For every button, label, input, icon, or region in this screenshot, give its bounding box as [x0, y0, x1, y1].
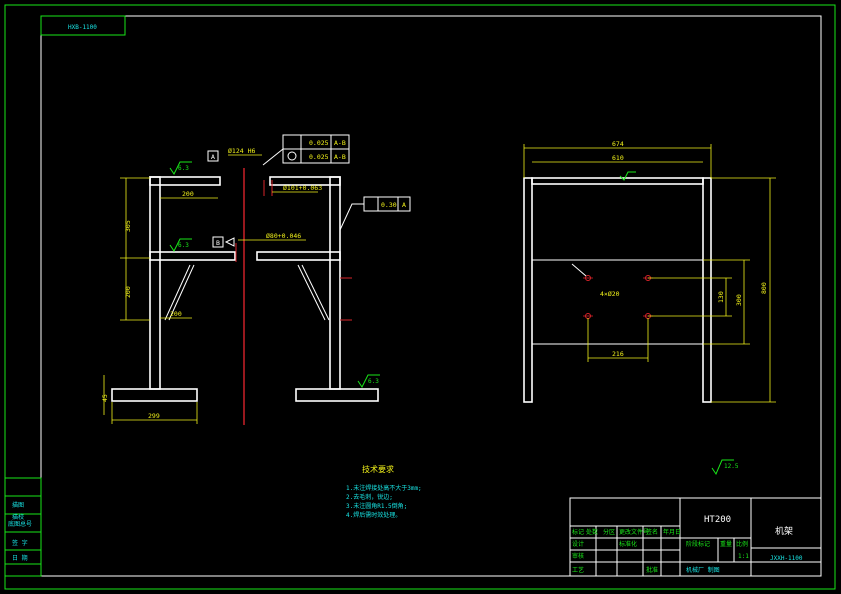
general-rough: 12.5	[724, 463, 739, 470]
rough-3: 6.3	[368, 378, 379, 385]
tb-r1-c4: 更改文件号	[619, 528, 649, 536]
dim-610: 610	[612, 154, 624, 162]
datum-a: A	[211, 153, 215, 161]
left-view: 305 200 200 200 299 45 Ø101+0.063 Ø80+0.…	[101, 134, 411, 425]
company: 机械厂 制图	[686, 566, 720, 574]
general-rough-symbol	[711, 459, 734, 476]
tech-req-item-4: 4.焊后需时效处理。	[346, 511, 401, 519]
bore-label-2: Ø80+0.046	[266, 232, 301, 240]
header-tab	[40, 15, 126, 36]
tb-r1-c3: 分区	[603, 528, 615, 536]
tb-r1-c1: 标记	[572, 528, 584, 536]
tol1-value: 0.025	[309, 139, 329, 147]
tb-r3-c4: 重量	[720, 540, 732, 548]
title-block: HT200 机架 JXXH-1100 机械厂 制图 1:1 标记 处数 分区 更…	[569, 497, 822, 577]
tech-req-item-2: 2.去毛刺，锐边;	[346, 493, 393, 501]
tb-r1-c5: 签名	[646, 528, 658, 536]
tol2-value: 0.025	[309, 153, 329, 161]
tb-r1-c6: 年月日	[663, 528, 681, 536]
right-view: 4×Ø20 674 610 800 300 130 216	[523, 140, 776, 403]
strip-label-2: 描校	[12, 513, 24, 521]
dim-299: 299	[148, 412, 160, 420]
tb-r2-c3: 标准化	[619, 540, 637, 548]
tb-r3-c1: 审核	[572, 552, 584, 560]
scale: 1:1	[738, 553, 749, 560]
bore-label: Ø101+0.063	[283, 184, 322, 192]
strip-label-5: 日 期	[12, 554, 28, 562]
left-strip: 描图 描校 底图总号 签 字 日 期	[4, 477, 42, 577]
header-tab-label: HXB-1100	[68, 24, 97, 31]
datum-b: B	[216, 239, 220, 247]
datum-b-box	[212, 236, 224, 248]
tech-req-item-3: 3.未注圆角R1.5倒角;	[346, 502, 407, 510]
inner-border	[40, 15, 822, 577]
dim-130: 130	[717, 291, 725, 303]
part-name: 机架	[775, 525, 793, 537]
dim-200-top: 200	[182, 190, 194, 198]
datum-a-box	[207, 150, 219, 162]
tb-r3-c3: 阶段标记	[686, 540, 710, 548]
dim-300: 300	[735, 294, 743, 306]
outer-border	[4, 4, 836, 590]
strip-label-4: 签 字	[12, 539, 28, 547]
holes-label: 4×Ø20	[600, 290, 620, 298]
tb-r2-c1: 设计	[572, 540, 584, 548]
tb-r4-c1: 工艺	[572, 566, 584, 574]
tol2-datum: A-B	[334, 153, 346, 161]
dim-674: 674	[612, 140, 624, 148]
drawing-no: JXXH-1100	[770, 555, 803, 562]
dim-45: 45	[101, 394, 109, 402]
dim-200-side: 200	[124, 286, 132, 298]
dim-200-bot: 200	[170, 310, 182, 318]
hole-top-label: Ø124 H6	[228, 147, 255, 155]
tol1-datum: A-B	[334, 139, 346, 147]
tech-req-title: 技术要求	[362, 464, 394, 474]
rough-1: 6.3	[178, 165, 189, 172]
dim-305: 305	[124, 220, 132, 232]
strip-label-1: 描图	[12, 501, 24, 509]
tech-req-item-1: 1.未注焊接处高不大于3mm;	[346, 484, 422, 492]
tb-r4-c3: 批准	[646, 566, 658, 574]
dim-216: 216	[612, 350, 624, 358]
strip-label-3: 底图总号	[8, 520, 32, 528]
tb-r3-c5: 比例	[736, 540, 748, 548]
tol3-datum: A	[402, 201, 406, 209]
material: HT200	[704, 515, 731, 525]
rough-2: 6.3	[178, 242, 189, 249]
tol3-value: 0.30	[381, 201, 397, 209]
tb-r1-c2: 处数	[586, 528, 598, 536]
dim-800: 800	[760, 282, 768, 294]
tech-requirements: 技术要求 1.未注焊接处高不大于3mm; 2.去毛刺，锐边; 3.未注圆角R1.…	[346, 464, 422, 519]
